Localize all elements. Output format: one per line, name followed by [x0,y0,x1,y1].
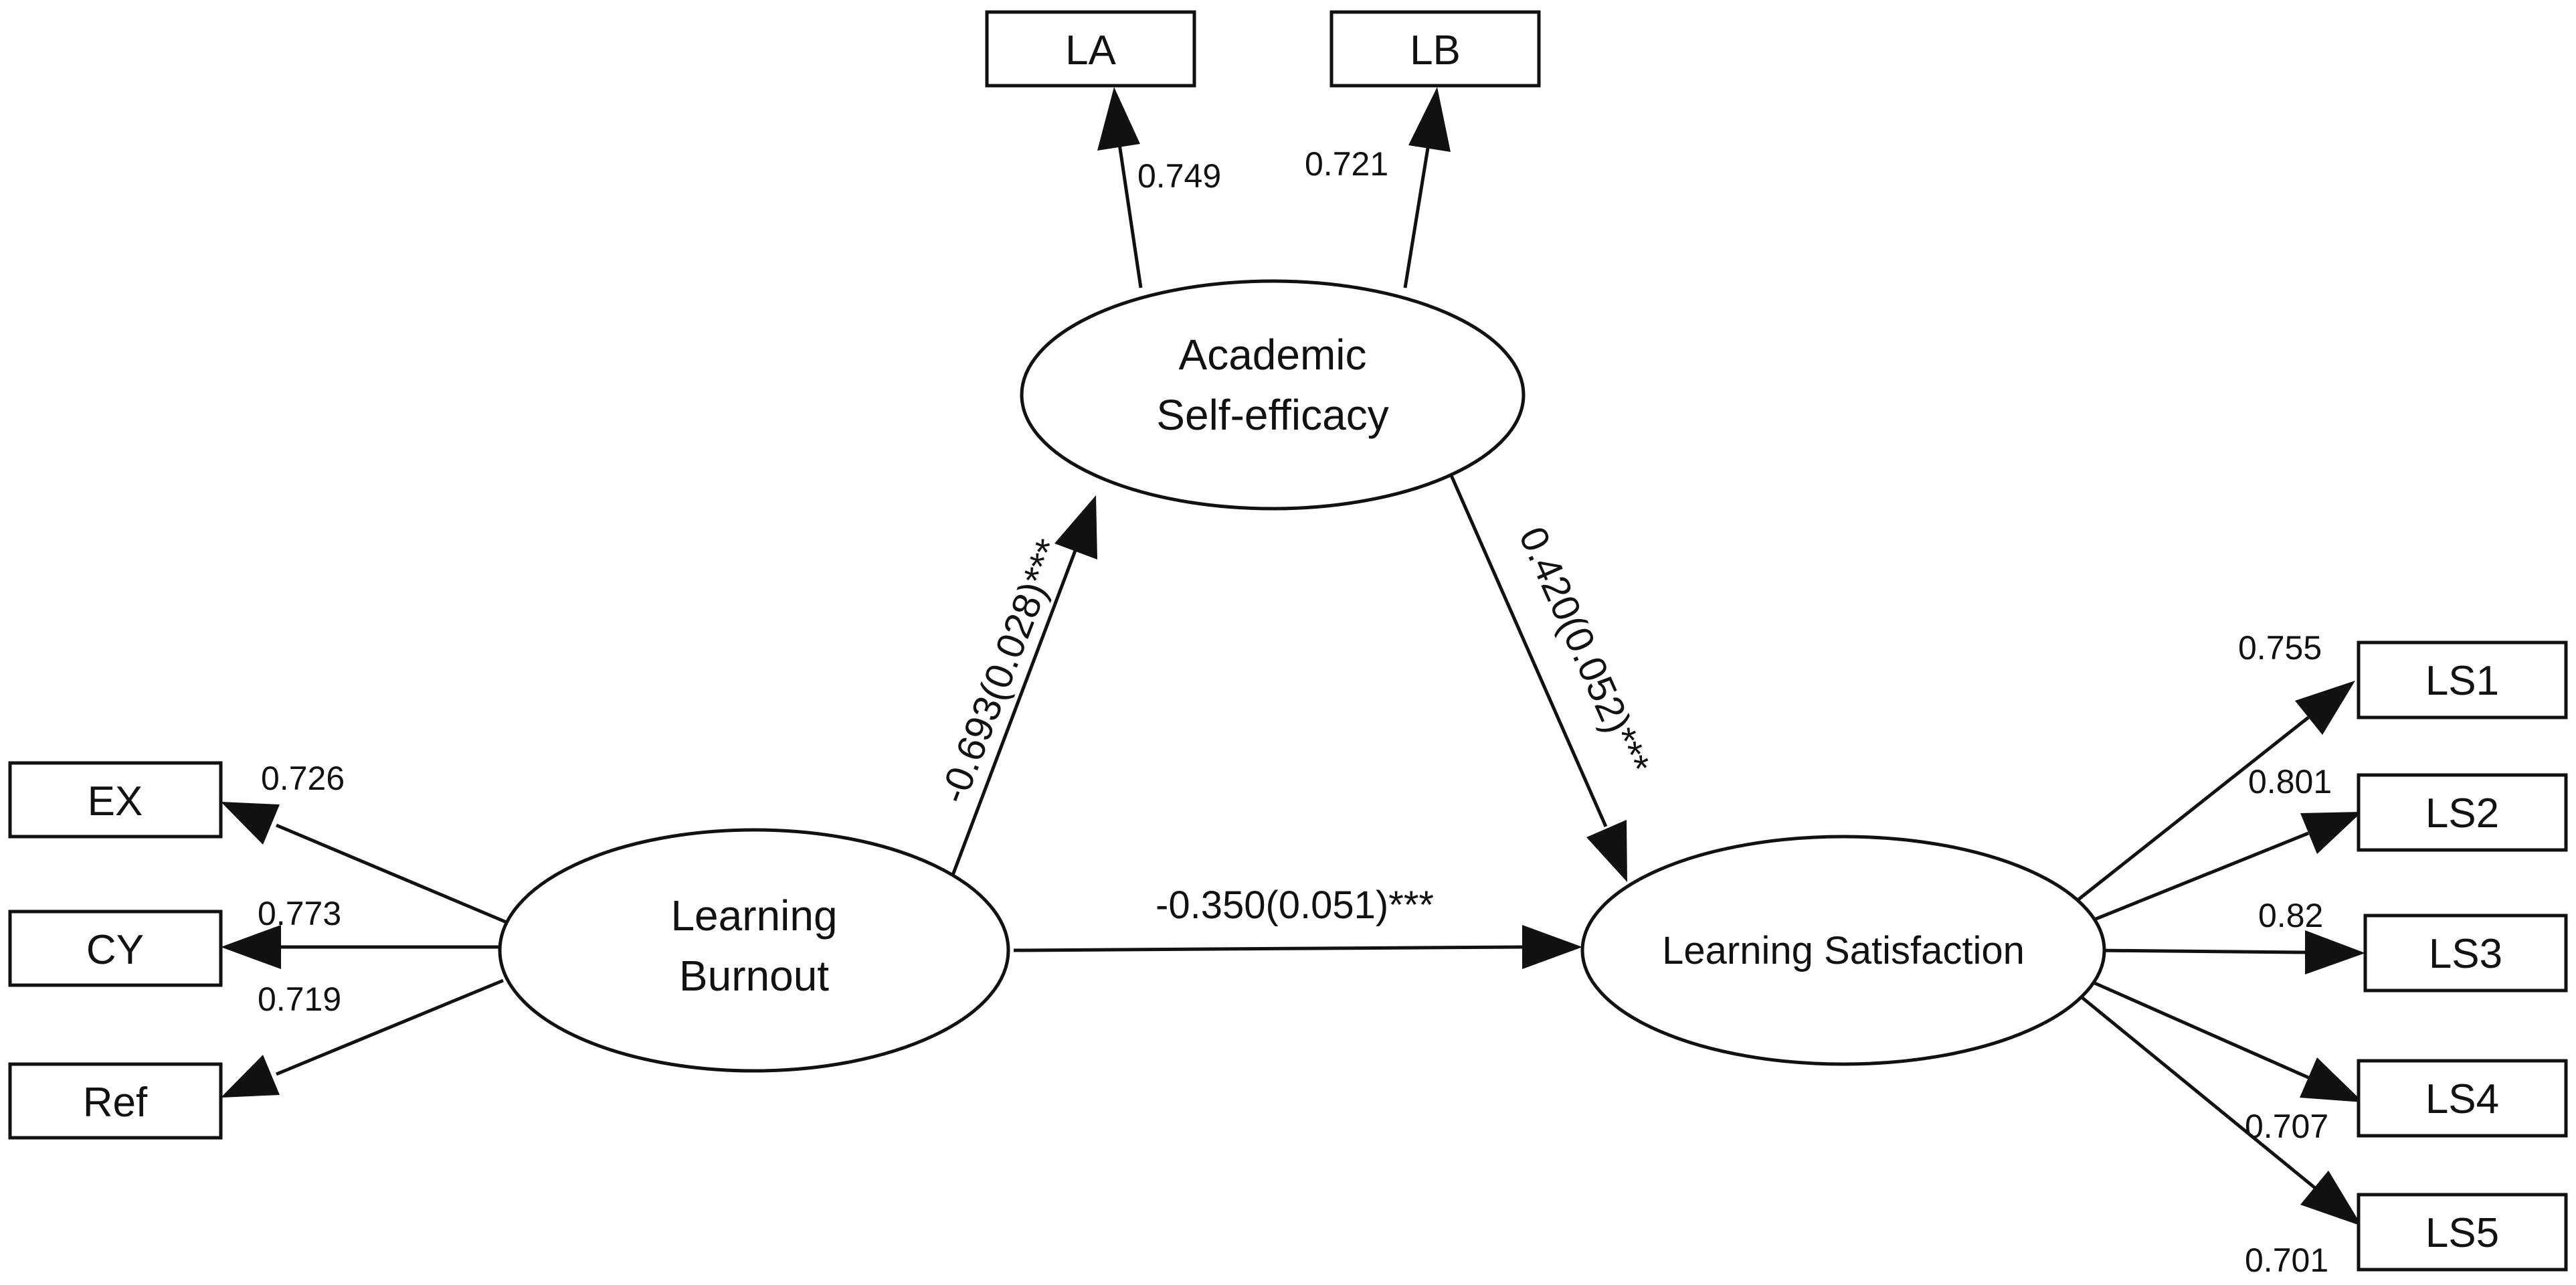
arrowhead-lsa-from-ase [1586,820,1627,882]
arrowhead-ls1 [2295,681,2355,735]
node-ref-label: Ref [83,1080,148,1126]
node-ls5-label: LS5 [2425,1210,2499,1256]
loading-ls4: 0.707 [2245,1108,2328,1145]
path-coef-ase-lsa: 0.420(0.052)*** [1510,521,1658,781]
node-cy: CY [8,910,223,987]
arrowhead-lsa-from-lbo [1522,925,1582,969]
lbo-label-line1: Learning [670,891,837,940]
arrowhead-la [1097,87,1140,151]
node-ls4-label: LS4 [2425,1076,2499,1122]
edge-lbo-ex [276,823,507,924]
edge-lbo-lsa [1013,945,1523,952]
arrowhead-cy [221,925,281,969]
node-learning-satisfaction: Learning Satisfaction [1580,835,2106,1066]
loading-cy: 0.773 [258,895,341,932]
loading-lb: 0.721 [1305,145,1388,183]
node-learning-burnout: Learning Burnout [498,828,1010,1073]
node-academic-self-efficacy: Academic Self-efficacy [1020,279,1526,511]
loading-ls5: 0.701 [2245,1241,2328,1279]
node-la-label: LA [1065,27,1116,74]
node-lb-label: LB [1410,27,1461,74]
edge-ase-lb [1403,143,1431,288]
node-ls3: LS3 [2363,914,2568,993]
node-ls3-label: LS3 [2429,931,2502,977]
path-coef-lbo-lsa: -0.350(0.051)*** [1156,883,1434,927]
loading-ex: 0.726 [261,760,345,797]
node-cy-label: CY [86,927,144,973]
arrowhead-ls3 [2305,930,2365,974]
arrowhead-ase [1054,495,1097,560]
loading-ref: 0.719 [258,980,341,1018]
edge-lbo-ase [948,548,1078,883]
node-lb: LB [1329,10,1541,88]
ase-label-line1: Academic [1179,331,1367,379]
loading-ls3: 0.82 [2258,897,2323,934]
node-ls2: LS2 [2357,773,2568,852]
node-ls5: LS5 [2357,1193,2568,1272]
path-coef-lbo-ase: -0.693(0.028)*** [931,533,1072,809]
node-ls1-label: LS1 [2425,658,2499,704]
loading-ls1: 0.755 [2238,629,2322,667]
arrowhead-ls5 [2300,1171,2362,1226]
edge-lsa-ls5 [2076,993,2316,1189]
node-la: LA [985,10,1196,88]
loading-ls2: 0.801 [2248,763,2332,800]
lbo-label-line2: Burnout [679,952,829,1000]
node-ls2-label: LS2 [2425,790,2499,837]
node-ls1: LS1 [2357,640,2568,719]
arrowhead-ref [221,1055,280,1098]
edge-ase-la [1117,143,1143,288]
node-ls4: LS4 [2357,1059,2568,1138]
loading-la: 0.749 [1137,157,1221,195]
ase-label-line2: Self-efficacy [1156,391,1388,439]
arrowhead-ex [221,802,280,845]
edge-lbo-ref [276,978,504,1076]
node-ex: EX [8,761,223,839]
edge-lsa-ls2 [2080,831,2309,927]
lsa-label: Learning Satisfaction [1662,929,2025,972]
node-ref: Ref [8,1062,223,1140]
edge-lsa-ls4 [2083,976,2310,1080]
node-ex-label: EX [88,778,143,825]
edge-lsa-ls1 [2076,716,2310,902]
arrowhead-ls2 [2300,812,2362,854]
arrowhead-lb [1408,87,1451,152]
arrowhead-ls4 [2300,1057,2363,1102]
edge-lsa-ls3 [2094,948,2306,954]
edge-ase-lsa [1443,460,1608,828]
